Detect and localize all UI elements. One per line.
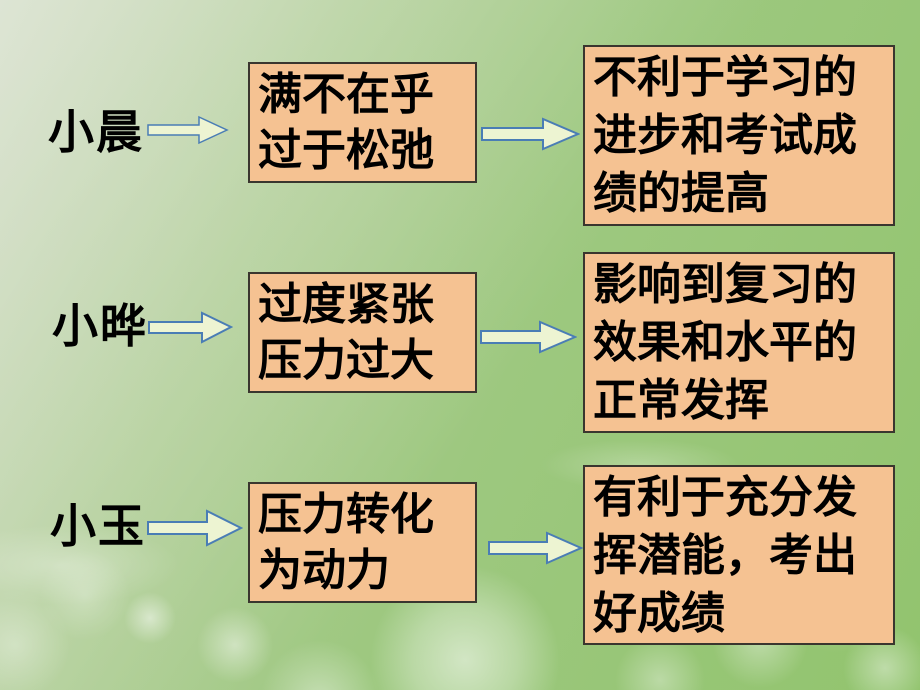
cause-line: 满不在乎 xyxy=(258,70,434,119)
effect-line: 好成绩 xyxy=(593,589,725,638)
cause-line: 过度紧张 xyxy=(258,280,434,329)
right-arrow-icon xyxy=(488,531,583,565)
effect-line: 绩的提高 xyxy=(593,169,769,218)
person-label-xiaochen: 小晨 xyxy=(48,107,144,158)
effect-box-xiaoyu: 有利于充分发 挥潜能，考出 好成绩 xyxy=(583,465,895,645)
effect-line: 效果和水平的 xyxy=(593,318,857,367)
right-arrow-icon xyxy=(481,117,580,151)
cause-box-xiaoye: 过度紧张 压力过大 xyxy=(248,272,477,393)
cause-line: 过于松弛 xyxy=(258,126,434,175)
cause-line: 压力转化 xyxy=(258,490,434,539)
effect-line: 有利于充分发 xyxy=(593,473,857,522)
effect-box-xiaoye: 影响到复习的 效果和水平的 正常发挥 xyxy=(583,252,895,433)
person-label-xiaoye: 小晔 xyxy=(52,301,148,352)
right-arrow-icon xyxy=(148,311,233,344)
right-arrow-icon xyxy=(147,509,243,547)
cause-line: 压力过大 xyxy=(258,336,434,385)
effect-line: 不利于学习的 xyxy=(593,53,857,102)
right-arrow-icon xyxy=(480,320,577,354)
effect-line: 挥潜能，考出 xyxy=(593,531,857,580)
cause-box-xiaoyu: 压力转化 为动力 xyxy=(248,482,477,603)
effect-box-xiaochen: 不利于学习的 进步和考试成 绩的提高 xyxy=(583,45,895,226)
person-label-xiaoyu: 小玉 xyxy=(50,501,146,552)
right-arrow-icon xyxy=(147,115,229,145)
effect-line: 影响到复习的 xyxy=(593,260,857,309)
effect-line: 进步和考试成 xyxy=(593,111,857,160)
cause-box-xiaochen: 满不在乎 过于松弛 xyxy=(248,62,477,183)
effect-line: 正常发挥 xyxy=(593,376,769,425)
cause-line: 为动力 xyxy=(258,546,390,595)
